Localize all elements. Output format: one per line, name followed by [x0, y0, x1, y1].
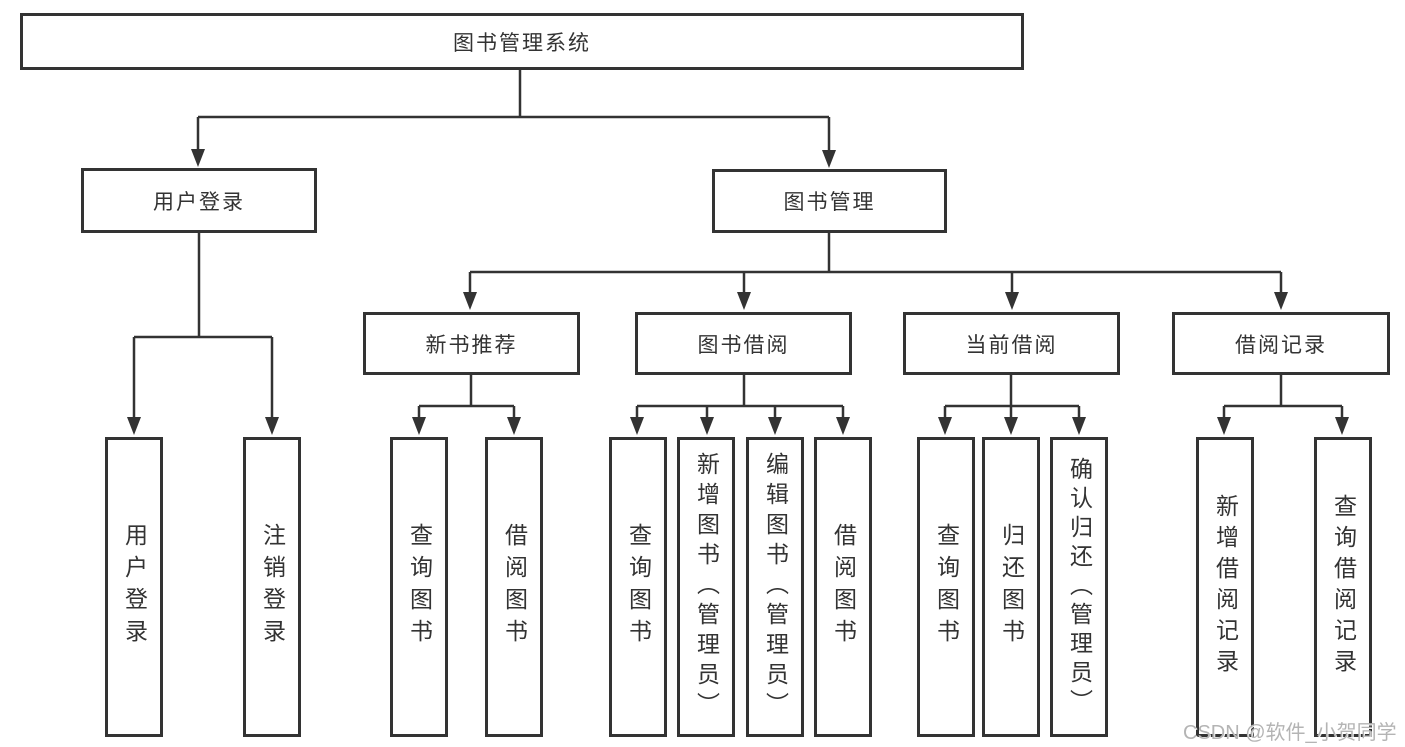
- node-leaf-user-login: 用户登录: [105, 437, 163, 737]
- node-leaf-borrow-books-recommend: 借阅图书: [485, 437, 543, 737]
- node-root: 图书管理系统: [20, 13, 1024, 70]
- node-leaf-confirm-return-admin: 确认归还（管理员）: [1050, 437, 1108, 737]
- node-leaf-add-book-admin: 新增图书（管理员）: [677, 437, 735, 737]
- node-current-borrow: 当前借阅: [903, 312, 1120, 375]
- node-leaf-query-books-current: 查询图书: [917, 437, 975, 737]
- node-book-management: 图书管理: [712, 169, 947, 233]
- node-leaf-logout: 注销登录: [243, 437, 301, 737]
- connector-lines: [132, 69, 1344, 421]
- node-leaf-query-books-recommend: 查询图书: [390, 437, 448, 737]
- node-leaf-add-borrow-record: 新增借阅记录: [1196, 437, 1254, 737]
- node-leaf-query-borrow-record: 查询借阅记录: [1314, 437, 1372, 737]
- node-leaf-edit-book-admin: 编辑图书（管理员）: [746, 437, 804, 737]
- node-leaf-return-books: 归还图书: [982, 437, 1040, 737]
- node-user-login: 用户登录: [81, 168, 317, 233]
- arrowheads: [127, 149, 1349, 435]
- node-leaf-query-books-borrow: 查询图书: [609, 437, 667, 737]
- node-borrow-record: 借阅记录: [1172, 312, 1390, 375]
- node-book-borrow: 图书借阅: [635, 312, 852, 375]
- node-leaf-borrow-books-borrow: 借阅图书: [814, 437, 872, 737]
- csdn-watermark: CSDN @软件_小贺同学: [1183, 722, 1397, 744]
- node-new-book-recommend: 新书推荐: [363, 312, 580, 375]
